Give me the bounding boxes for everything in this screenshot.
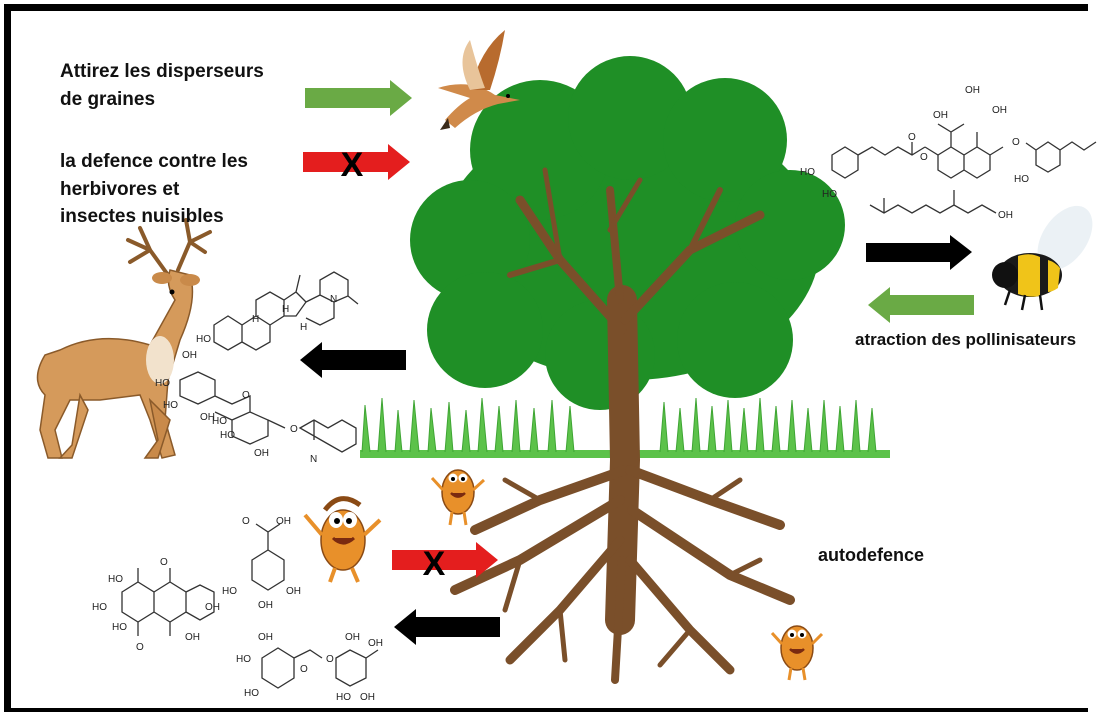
arrow-tree-to-pollinator (866, 235, 972, 270)
svg-text:OH: OH (258, 632, 273, 643)
label-seed-dispersers: Attirez les disperseurs de graines (60, 58, 264, 113)
svg-text:OH: OH (998, 210, 1013, 221)
svg-text:OH: OH (933, 110, 948, 121)
label-self-defense: autodefence (818, 542, 924, 568)
svg-text:HO: HO (236, 654, 251, 665)
svg-text:HO: HO (244, 688, 259, 699)
svg-text:N: N (310, 454, 317, 465)
chemical-structure-gallic-acid: O OH HO OH OH (222, 516, 301, 611)
svg-text:HO: HO (222, 586, 237, 597)
svg-text:HO: HO (108, 574, 123, 585)
svg-text:H: H (252, 314, 259, 325)
svg-text:HO: HO (155, 378, 170, 389)
svg-text:HO: HO (220, 430, 235, 441)
deer-icon (38, 220, 211, 458)
chemical-structure-galloylglucose: OH HO HO O O OH OH HO OH (236, 632, 383, 703)
svg-text:HO: HO (800, 167, 815, 178)
svg-text:O: O (242, 390, 250, 401)
svg-text:O: O (908, 132, 916, 143)
chemical-structure-rosmarinic-acid: HO HO OH O O OH OH (800, 85, 1007, 200)
svg-text:O: O (300, 664, 308, 675)
arrow-attract-seed-dispersers (305, 80, 412, 116)
chemical-structure-ellagic-acid: HO HO HO O OH OH O (92, 557, 220, 653)
svg-text:HO: HO (822, 189, 837, 200)
svg-text:HO: HO (336, 692, 351, 703)
svg-text:O: O (136, 642, 144, 653)
svg-text:HO: HO (112, 622, 127, 633)
arrow-pollinator-to-tree (868, 287, 974, 323)
svg-text:OH: OH (286, 586, 301, 597)
svg-text:O: O (242, 516, 250, 527)
svg-text:OH: OH (185, 632, 200, 643)
svg-text:HO: HO (1014, 174, 1029, 185)
chemical-structure-steroidal-alkaloid: HO H H H N (196, 272, 358, 350)
tree-icon (410, 56, 845, 680)
svg-text:O: O (160, 557, 168, 568)
svg-text:O: O (1012, 137, 1020, 148)
arrow-herbivore-defense: X (303, 144, 410, 184)
svg-text:OH: OH (360, 692, 375, 703)
svg-text:OH: OH (276, 516, 291, 527)
svg-text:OH: OH (205, 602, 220, 613)
svg-text:HO: HO (212, 416, 227, 427)
label-herbivore-defense: la defence contre les herbivores et inse… (60, 148, 248, 231)
svg-text:OH: OH (182, 350, 197, 361)
svg-text:HO: HO (163, 400, 178, 411)
blocked-mark: X (341, 146, 364, 184)
svg-text:O: O (290, 424, 298, 435)
arrow-tree-to-deer (300, 342, 406, 378)
blocked-mark: X (423, 545, 446, 583)
svg-text:OH: OH (258, 600, 273, 611)
svg-text:OH: OH (992, 105, 1007, 116)
chemical-structure-geraniol: OH (870, 190, 1013, 221)
svg-text:O: O (920, 152, 928, 163)
svg-text:OH: OH (345, 632, 360, 643)
arrow-roots-to-microbes (394, 609, 500, 645)
chemical-structure-eugenol: O HO (1012, 137, 1096, 185)
label-pollinators: atraction des pollinisateurs (855, 328, 1076, 353)
svg-text:H: H (300, 322, 307, 333)
svg-text:HO: HO (196, 334, 211, 345)
svg-text:N: N (330, 294, 337, 305)
svg-text:O: O (326, 654, 334, 665)
svg-text:HO: HO (92, 602, 107, 613)
svg-text:OH: OH (965, 85, 980, 96)
svg-text:OH: OH (368, 638, 383, 649)
svg-text:OH: OH (254, 448, 269, 459)
svg-text:H: H (282, 304, 289, 315)
